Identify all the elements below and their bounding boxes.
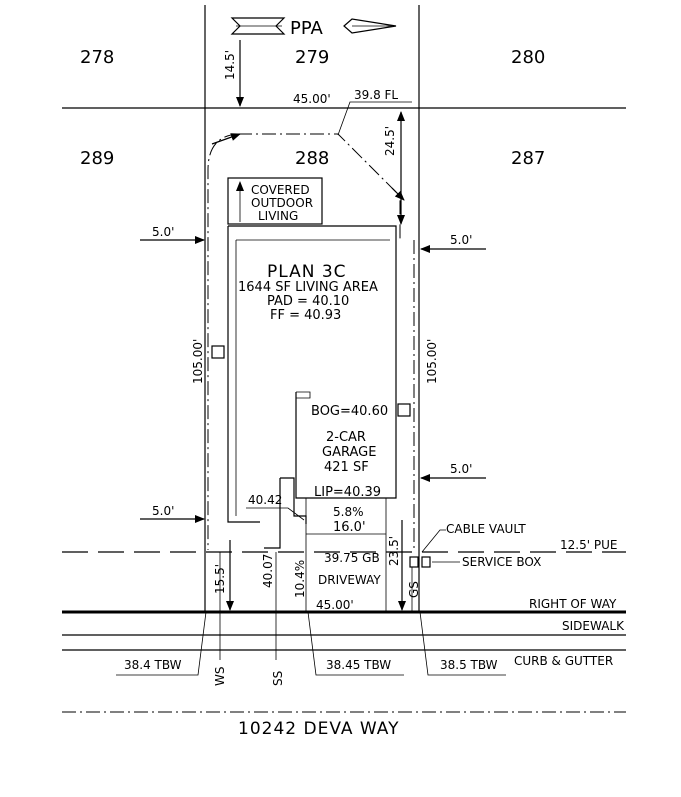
lot-depth-right-dim: 105.00' (425, 339, 439, 384)
tbw-left: 38.4 TBW (124, 658, 182, 672)
lot-number-278: 278 (80, 47, 114, 68)
covered-outdoor-patio (227, 177, 323, 225)
lot-number-287: 287 (511, 148, 545, 169)
garage-outline (296, 391, 311, 399)
right-of-way-label: RIGHT OF WAY (529, 597, 617, 611)
covered-outdoor-line-3: LIVING (258, 209, 298, 223)
side-setback-left-lower-dim: 5.0' (152, 504, 174, 518)
tbw-right: 38.5 TBW (440, 658, 498, 672)
rear-setback-dim: 14.5' (223, 50, 237, 80)
elevation-39-75: 39.75 GB (324, 551, 380, 565)
driveway-width-dim: 16.0' (333, 520, 366, 535)
cable-vault (409, 556, 419, 568)
lot-number-280: 280 (511, 47, 545, 68)
cable-vault-label: CABLE VAULT (446, 522, 526, 536)
sewer-service-label: SS (271, 671, 285, 686)
lot-number-289: 289 (80, 148, 114, 169)
living-area: 1644 SF LIVING AREA (238, 280, 378, 295)
lot-width-front-dim: 45.00' (316, 598, 354, 612)
flow-line-left (207, 133, 239, 550)
flow-line (238, 133, 401, 240)
walkway (264, 477, 307, 549)
driveway-slope: 5.8% (333, 505, 364, 519)
flow-arrow-right (391, 187, 405, 201)
lot-number-279: 279 (295, 47, 329, 68)
front-setback-right-dim: 23.5' (387, 536, 401, 566)
apron-slope: 10.4% (293, 560, 307, 598)
elevation-40-07: 40.07 (261, 554, 275, 588)
lip-elevation: LIP=40.39 (314, 485, 381, 500)
walkway-leader-2 (287, 507, 305, 521)
bog-elevation: BOG=40.60 (311, 404, 388, 419)
house-footprint (227, 225, 397, 523)
service-box-label: SERVICE BOX (462, 555, 541, 569)
garage-line-3: 421 SF (324, 460, 369, 475)
water-service-label: WS (213, 667, 227, 686)
covered-outdoor-line-2: OUTDOOR (251, 196, 313, 210)
cable-vault-leader (421, 529, 446, 553)
meter-box-left (211, 345, 225, 359)
sidewalk-label: SIDEWALK (562, 619, 625, 633)
street-address: 10242 DEVA WAY (238, 719, 399, 739)
lot-width-rear-dim: 45.00' (293, 92, 331, 106)
side-setback-right-lower-dim: 5.0' (450, 462, 472, 476)
curb-label: CURB & GUTTER (514, 654, 613, 668)
service-box (421, 556, 431, 568)
covered-outdoor-line-1: COVERED (251, 183, 310, 197)
elevation-40-42: 40.42 (248, 493, 282, 507)
lot-depth-left-dim: 105.00' (191, 339, 205, 384)
lot-number-288: 288 (295, 148, 329, 169)
meter-box-right (397, 403, 411, 417)
north-arrow-icon (230, 17, 397, 35)
rear-offset-dim: 24.5' (383, 126, 397, 156)
fl-leader (337, 101, 412, 136)
fl-note: 39.8 FL (354, 88, 398, 102)
tbw-center: 38.45 TBW (326, 658, 391, 672)
plan-name: PLAN 3C (267, 262, 347, 282)
flow-arrow-left (211, 133, 241, 145)
tbw-center-leader (307, 611, 404, 676)
pue-label: 12.5' PUE (560, 538, 617, 552)
garage-line-1: 2-CAR (326, 430, 366, 445)
side-setback-right-upper-dim: 5.0' (450, 233, 472, 247)
north-arrow-label: PPA (290, 18, 324, 39)
ff-elevation: FF = 40.93 (270, 308, 341, 323)
tbw-left-leader (116, 611, 207, 676)
gas-service-label: GS (407, 581, 421, 598)
tbw-right-leader (419, 611, 506, 676)
driveway-label: DRIVEWAY (318, 573, 381, 587)
garage-line-2: GARAGE (322, 445, 376, 460)
pad-elevation: PAD = 40.10 (267, 294, 349, 309)
side-setback-left-upper-dim: 5.0' (152, 225, 174, 239)
